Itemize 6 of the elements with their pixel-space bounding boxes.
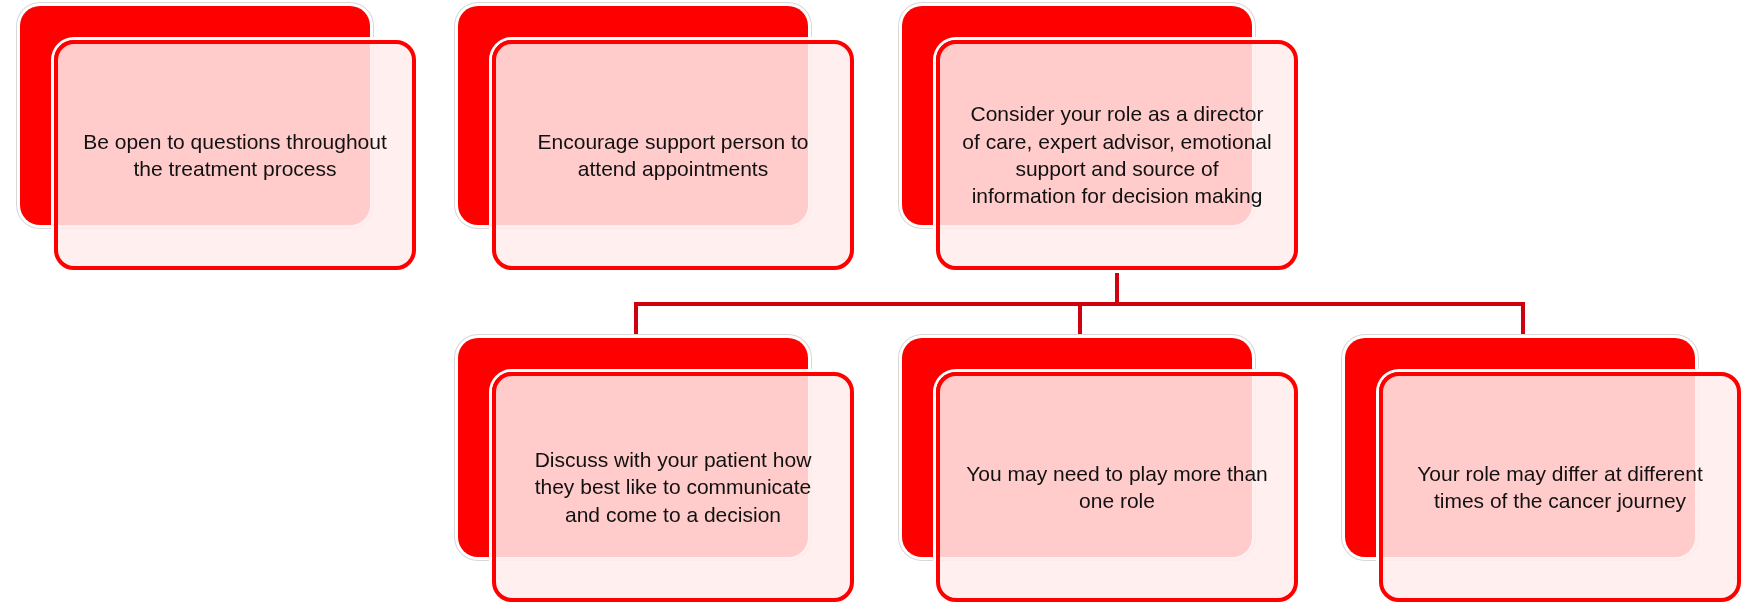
card-text: You may need to play more than one role: [965, 460, 1269, 514]
card-text: Your role may differ at different times of the cancer journey: [1416, 460, 1704, 514]
card-text: Encourage support person to attend appointments: [536, 128, 810, 182]
card-text: Discuss with your patient how they best like to communicate and come to a decision: [533, 447, 813, 528]
card-text: Be open to questions throughout the treatment process: [82, 128, 388, 182]
card-text: Consider your role as a director of care, expert advisor, emotional support and source of information for decision making: [962, 101, 1272, 210]
